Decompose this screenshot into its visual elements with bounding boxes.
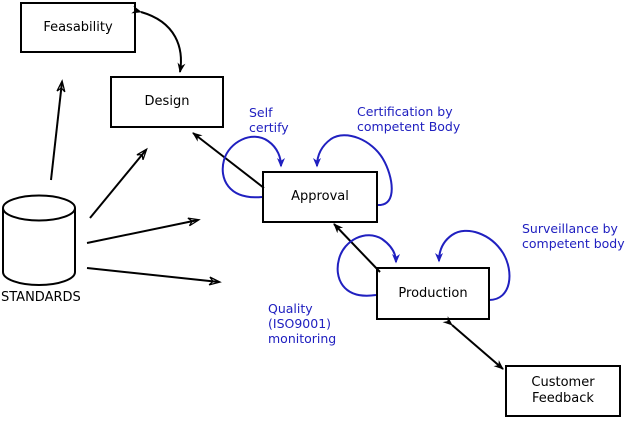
node-feasability-label: Feasability (43, 19, 113, 35)
loop-quality-monitoring (336, 234, 400, 297)
edge-standards-production (86, 267, 222, 286)
standards-cylinder-shape (2, 194, 76, 286)
node-feasability[interactable]: Feasability (20, 2, 136, 53)
node-approval-label: Approval (291, 189, 349, 204)
edge-production-approval (333, 223, 381, 273)
loop-surveillance (435, 230, 511, 301)
node-standards-label: STANDARDS (1, 290, 81, 305)
loop-label-quality-monitoring: Quality (ISO9001) monitoring (268, 301, 337, 346)
loop-self-certify (221, 135, 285, 199)
node-design-label: Design (144, 94, 190, 109)
edge-standards-approval (86, 217, 201, 244)
node-design[interactable]: Design (110, 76, 224, 128)
node-customer-feedback-label: Customer Feedback (531, 375, 595, 406)
loop-label-surveillance: Surveillance by competent body (522, 221, 625, 251)
node-production[interactable]: Production (376, 267, 490, 320)
loop-label-self-certify: Self certify (249, 105, 289, 135)
edge-approval-design (192, 132, 265, 189)
edge-feasability-design (131, 5, 186, 73)
node-customer-feedback[interactable]: Customer Feedback (505, 365, 621, 417)
loop-label-certification: Certification by competent Body (357, 104, 461, 134)
node-approval[interactable]: Approval (262, 171, 378, 223)
edge-standards-design (89, 147, 148, 219)
edge-production-customerfeedback (442, 316, 504, 370)
loop-certification (313, 134, 393, 207)
edge-standards-feasability (50, 79, 66, 181)
node-production-label: Production (398, 285, 468, 301)
